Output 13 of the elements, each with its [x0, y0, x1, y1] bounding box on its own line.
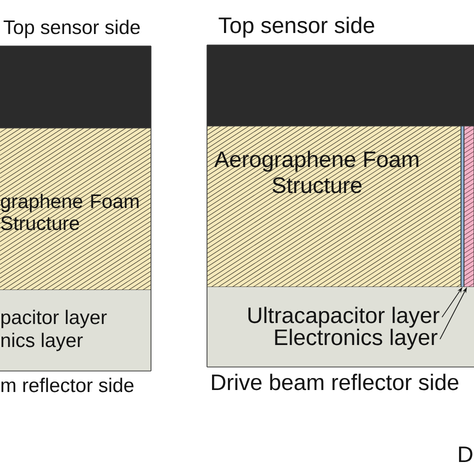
layer-label: Electronics layer [275, 328, 438, 350]
side-layer-strip [464, 126, 474, 288]
side-label: m reflector side [2, 378, 134, 392]
side-label: Drive beam reflector side [212, 374, 458, 390]
bottom-layer-band: pacitor layer nics layer [0, 290, 152, 372]
bottom-layer-band [206, 286, 474, 368]
top-layer-band [0, 46, 152, 128]
panel-letter: D [459, 446, 472, 462]
side-label: Top sensor side [4, 20, 140, 38]
thin-layer-strip [460, 126, 464, 288]
top-layer-band [206, 44, 474, 126]
layer-label: Ultracapacitor layer [248, 306, 440, 328]
side-label: Top sensor side [218, 16, 374, 38]
